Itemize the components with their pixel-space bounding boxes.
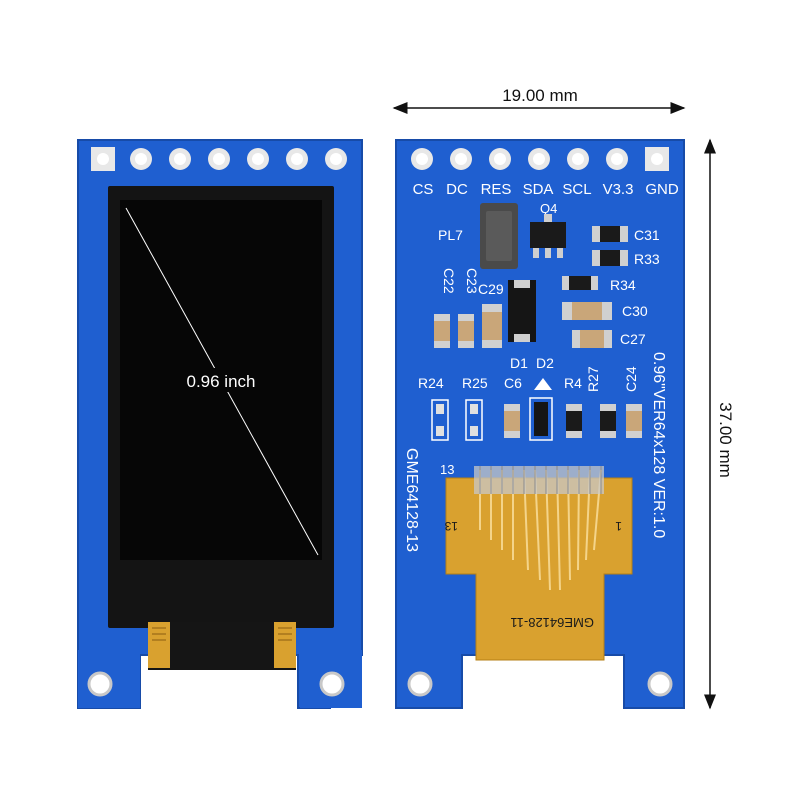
label-c29: C29 [478,281,504,297]
model-left-text: GME64128-13 [403,448,420,552]
cap-c6 [504,404,520,438]
pin-label-gnd: GND [645,181,679,198]
label-pl7: PL7 [438,227,463,243]
pin-label-dc: DC [446,181,468,198]
mount-hole [407,671,433,697]
diode-d2 [534,402,548,436]
cap-c23 [458,314,474,348]
front-ribbon [148,622,296,670]
label-c22: C22 [441,268,457,294]
model-vertical-text: 0.96"VER64x128 VER:1.0 [650,352,667,538]
fpc-13-label: 13 [444,519,458,533]
cap-c29 [482,304,502,348]
label-r25: R25 [462,375,488,391]
diode-d1 [508,280,536,342]
pin-label-v33: V3.3 [603,181,634,198]
pin-label-scl: SCL [562,181,591,198]
cap-c27 [572,330,612,348]
mount-hole [87,671,113,697]
label-r24: R24 [418,375,444,391]
resistor-r27 [600,404,616,438]
resistor-r34 [562,276,598,290]
pin-label-sda: SDA [523,181,554,198]
label-r33: R33 [634,251,660,267]
cap-c31 [592,226,628,242]
label-r27: R27 [585,366,601,392]
pin-label-cs: CS [413,181,434,198]
front-pin-header [91,147,347,171]
label-c31: C31 [634,227,660,243]
label-c24: C24 [623,366,639,392]
label-d2: D2 [536,355,554,371]
label-r4: R4 [564,375,582,391]
fpc-1-label: 1 [615,519,622,533]
pin-labels: CS DC RES SDA SCL V3.3 GND [413,181,679,198]
cap-c24 [626,404,642,438]
mount-hole [319,671,345,697]
transistor-q4 [530,222,566,248]
width-label: 19.00 mm [502,86,578,105]
label-d1: D1 [510,355,528,371]
fpc-model-label: GME64128-11 [510,615,594,630]
label-c23: C23 [464,268,480,294]
label-r34: R34 [610,277,636,293]
mount-hole [647,671,673,697]
width-dimension: 19.00 mm [392,86,686,114]
pin13-label: 13 [440,462,454,477]
resistor-r4 [566,404,582,438]
back-board: CS DC RES SDA SCL V3.3 GND PL7 Q4 C31 [395,139,685,709]
back-pin-header [411,147,669,171]
label-c27: C27 [620,331,646,347]
resistor-r33 [592,250,628,266]
front-board: 0.96 inch [77,139,363,709]
cap-c30 [562,302,612,320]
height-label: 37.00 mm [716,402,735,478]
diagonal-label: 0.96 inch [187,372,256,391]
height-dimension: 37.00 mm [704,138,735,710]
pin-label-res: RES [481,181,512,198]
fpc-ribbon: 13 1 GME64128-11 [444,466,633,661]
label-c30: C30 [622,303,648,319]
cap-c22 [434,314,450,348]
label-c6: C6 [504,375,522,391]
components: PL7 Q4 C31 R33 C22 C23 C29 [418,201,660,441]
label-q4: Q4 [540,201,557,216]
